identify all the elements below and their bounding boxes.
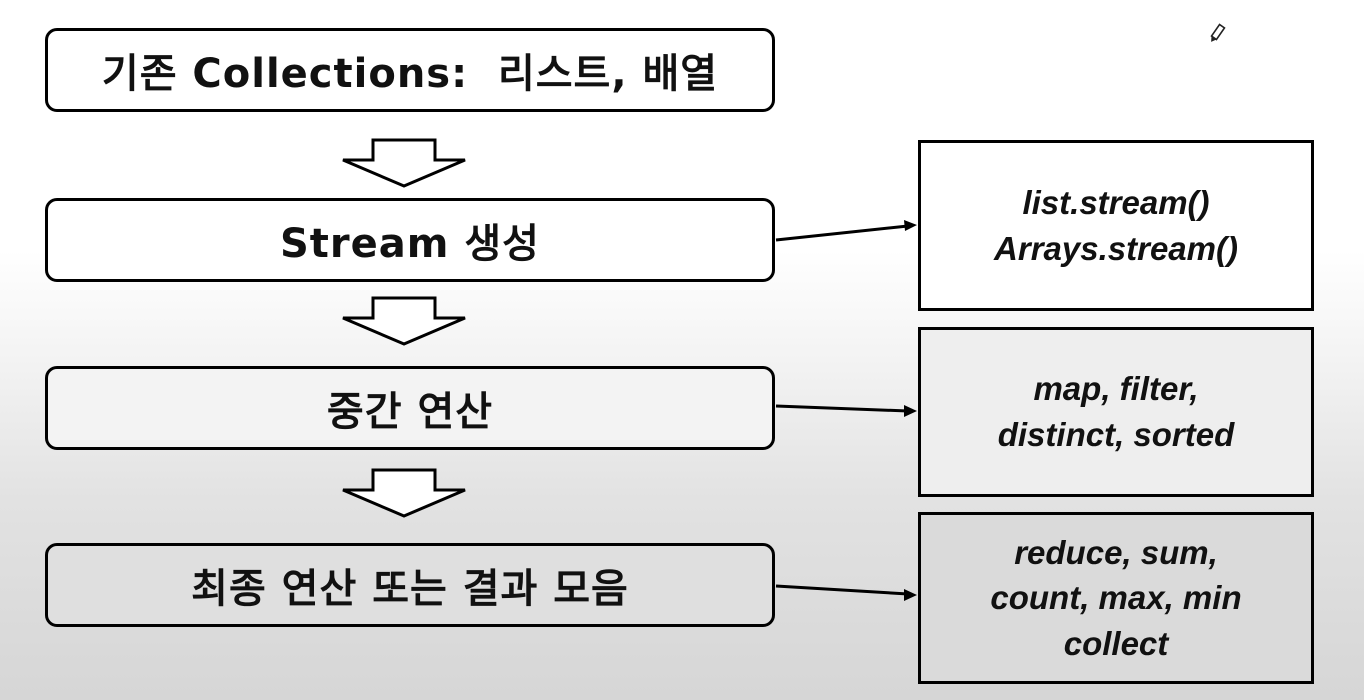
connector-create (775, 224, 909, 242)
step-source-box: 기존 Collections: 리스트, 배열 (45, 28, 775, 112)
down-arrow-2 (342, 296, 466, 346)
note-terminal-line-3: collect (1063, 624, 1169, 662)
connector-terminal-head (904, 589, 917, 601)
step-intermediate-label: 중간 연산 (326, 389, 494, 435)
step-source-label: 기존 Collections: 리스트, 배열 (101, 51, 719, 97)
connector-intermediate (775, 404, 909, 413)
note-terminal-line-1: reduce, sum, (1014, 533, 1218, 571)
connector-intermediate-head (904, 405, 917, 417)
step-terminal-label: 최종 연산 또는 결과 모음 (191, 566, 629, 612)
down-arrow-1 (342, 138, 466, 188)
note-create-line-1: list.stream() (1022, 183, 1210, 221)
note-intermediate-box: map, filter, distinct, sorted (918, 327, 1314, 497)
step-intermediate-box: 중간 연산 (45, 366, 775, 450)
note-terminal-line-2: count, max, min (990, 579, 1242, 617)
down-arrow-3 (342, 468, 466, 518)
step-create-label: Stream 생성 (280, 221, 540, 267)
step-terminal-box: 최종 연산 또는 결과 모음 (45, 543, 775, 627)
note-intermediate-line-2: distinct, sorted (997, 416, 1235, 453)
note-create-box: list.stream() Arrays.stream() (918, 140, 1314, 311)
note-create-line-2: Arrays.stream() (994, 229, 1238, 267)
connector-terminal (775, 584, 909, 596)
note-intermediate-line-1: map, filter, (1033, 370, 1199, 408)
note-terminal-box: reduce, sum, count, max, min collect (918, 512, 1314, 684)
pencil-icon (1210, 23, 1226, 42)
connector-create-head (904, 220, 917, 231)
step-create-box: Stream 생성 (45, 198, 775, 282)
